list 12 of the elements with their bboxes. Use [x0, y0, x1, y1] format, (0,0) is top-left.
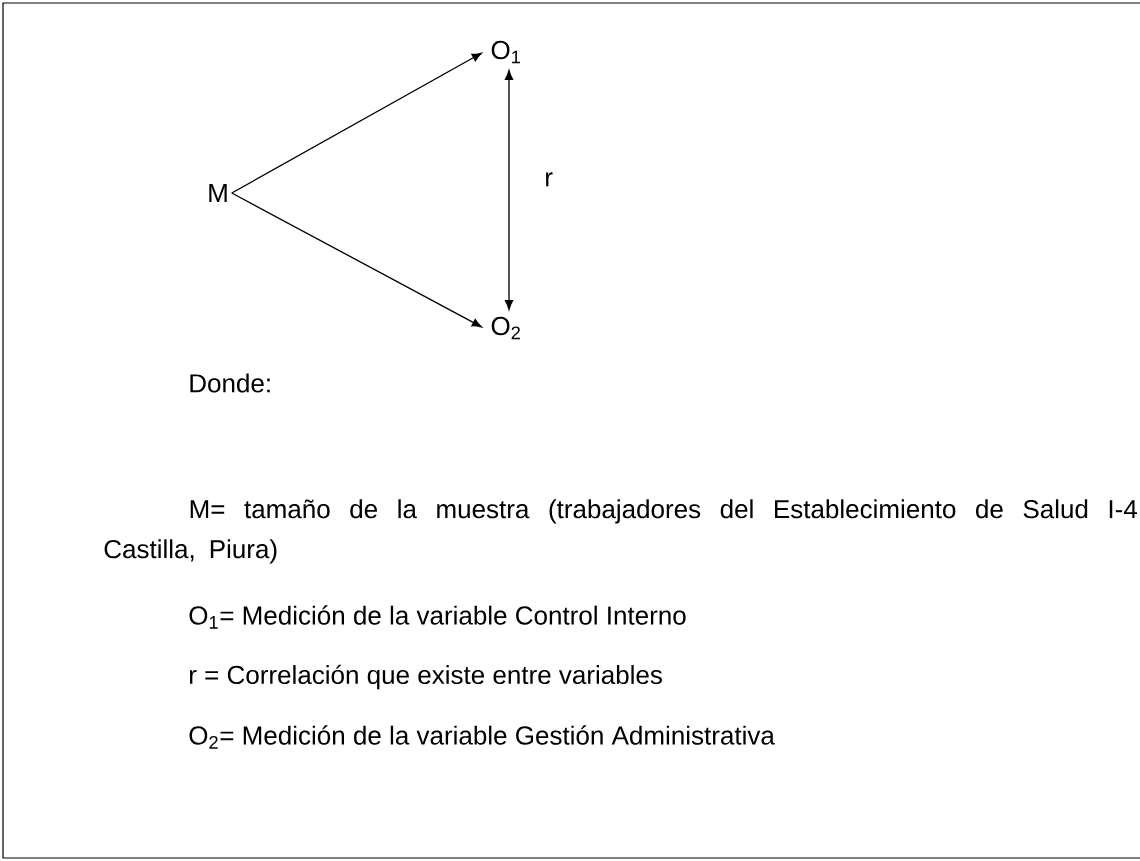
- note-text: O$_{1}$= Medición de la variable Control Interno: [189, 605, 686, 629]
- note-paragraph: M= tamaño de la muestra (trabajadores del Establecimiento de Salud I-4 Castilla, Piura): [104, 499, 1137, 564]
- heading-text: Donde:: [190, 373, 270, 393]
- variable-label: M: [209, 184, 227, 202]
- note-text: r = Correlación que existe entre variables: [190, 664, 662, 690]
- arrow: [231, 52, 482, 194]
- note-text: O$_{2}$= Medición de la variable Gestión Administrativa: [189, 725, 775, 749]
- arrow: [231, 192, 482, 328]
- arrow: [504, 70, 514, 310]
- variable-label: O$_{2}$: [491, 316, 520, 340]
- variable-label: O$_{1}$: [491, 40, 520, 64]
- edge-label: r: [543, 171, 555, 188]
